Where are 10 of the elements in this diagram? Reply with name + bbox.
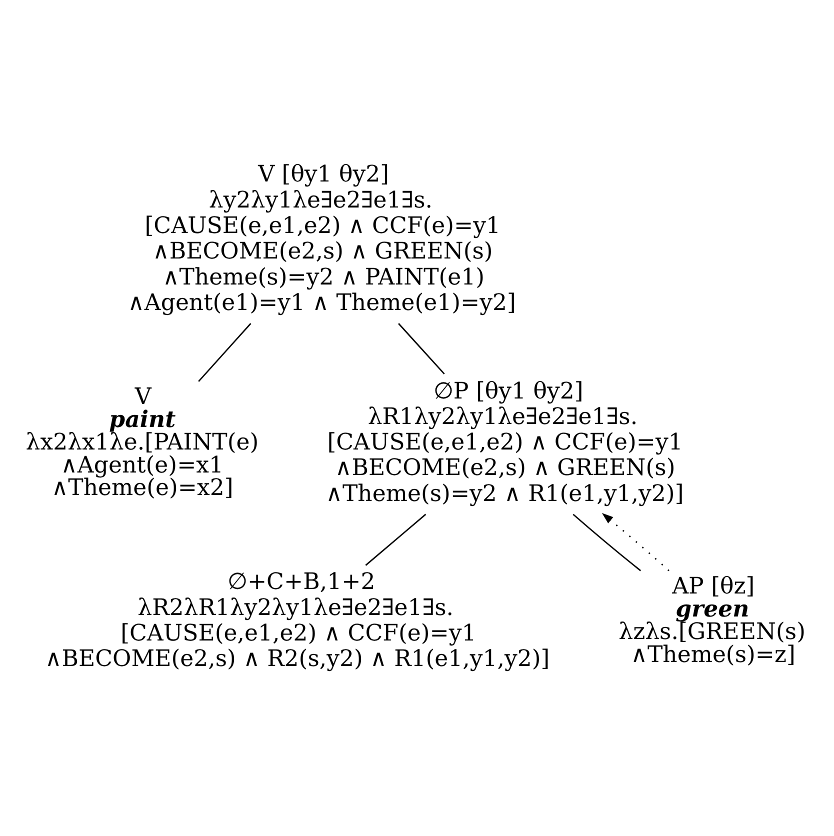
arrow <box>602 512 670 571</box>
connector <box>572 513 642 571</box>
node-text: ∅P [θy1 θy2] λR1λy2λy1λe∃e2∃e1∃s. [CAUSE(e,e1,e2) ∧ CCF(e)=y1 ∧BECOME(e2,s) ∧ GREEN(s) ∧Theme(s)=y2 ∧ R1(e1,y1,y2)] <box>326 378 684 506</box>
node-text: AP [θz] green λzλs.[GREEN(s) ∧Theme(s)=z] <box>618 573 806 668</box>
node-text: ∅+C+B,1+2 λR2λR1λy2λy1λe∃e2∃e1∃s. [CAUSE(e,e1,e2) ∧ CCF(e)=y1 ∧BECOME(e2,s) ∧ R2(s,y2) ∧ R1(e1,y1,y2)] <box>45 568 550 672</box>
connector <box>198 322 252 382</box>
connector <box>398 322 445 374</box>
node-text: V paint λx2λx1λe.[PAINT(e) ∧Agent(e)=x1 ∧Theme(e)=x2] <box>26 383 259 501</box>
connector <box>365 513 426 566</box>
node-text: V [θy1 θy2] λy2λy1λe∃e2∃e1∃s. [CAUSE(e,e1,e2) ∧ CCF(e)=y1 ∧BECOME(e2,s) ∧ GREEN(s) ∧Theme(s)=y2 ∧ PAINT(e1) ∧Agent(e1)=y1 ∧ Theme(e1)=y2] <box>128 161 516 316</box>
